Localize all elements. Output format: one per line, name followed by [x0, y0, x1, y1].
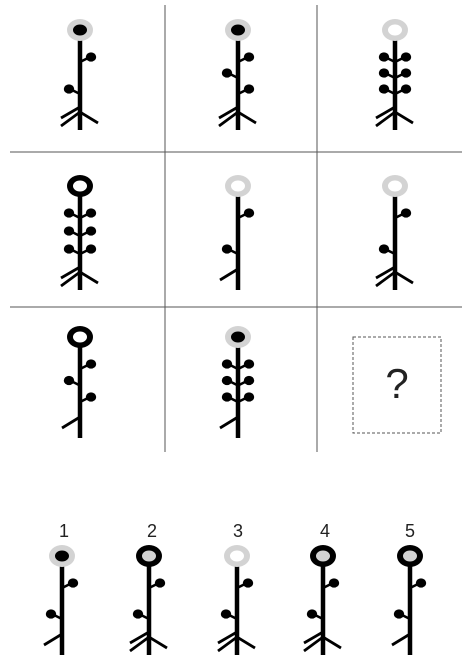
option-figures[interactable]	[44, 545, 426, 655]
leaf	[64, 226, 74, 235]
leaf	[244, 208, 254, 217]
flower-head-center	[316, 551, 330, 562]
leaf	[307, 609, 317, 618]
grid-cell-r3c1	[62, 326, 96, 438]
leaf	[379, 52, 389, 61]
flower-head-center	[231, 181, 245, 192]
grid-cells	[61, 19, 413, 438]
leaf	[222, 68, 232, 77]
flower-head-center	[230, 551, 244, 562]
leaf	[379, 68, 389, 77]
leaf	[133, 609, 143, 618]
flower-head-center	[388, 25, 402, 36]
leaf	[221, 609, 231, 618]
leaf	[401, 208, 411, 217]
leaf	[64, 84, 74, 93]
option-4-figure[interactable]	[304, 545, 341, 655]
leaf	[329, 578, 339, 587]
leaf	[222, 392, 232, 401]
leaf	[394, 609, 404, 618]
grid-cell-r1c1	[61, 19, 98, 130]
leaf	[401, 68, 411, 77]
option-2-figure[interactable]	[130, 545, 167, 655]
leaf	[64, 244, 74, 253]
option-5-figure[interactable]	[392, 545, 426, 655]
leaf	[416, 578, 426, 587]
leaf	[64, 208, 74, 217]
option-5-number: 5	[405, 521, 415, 541]
leaf	[222, 244, 232, 253]
flower-head-center	[403, 551, 417, 562]
flower-head-center	[73, 332, 87, 343]
leaf	[86, 359, 96, 368]
leaf	[243, 578, 253, 587]
base-branch	[44, 634, 62, 645]
flower-head-center	[231, 332, 245, 343]
base-branch	[220, 417, 238, 428]
leaf	[379, 84, 389, 93]
grid-cell-r1c2	[219, 19, 256, 130]
grid-cell-r1c3	[376, 19, 413, 130]
grid-cell-r2c2	[220, 175, 254, 290]
option-numbers: 1 2 3 4 5	[59, 521, 415, 541]
leaf	[244, 52, 254, 61]
base-branch	[62, 417, 80, 428]
option-4-number: 4	[320, 521, 330, 541]
leaf	[222, 359, 232, 368]
leaf	[244, 359, 254, 368]
option-1-number: 1	[59, 521, 69, 541]
grid-cell-r3c2	[220, 326, 254, 438]
option-3-number: 3	[233, 521, 243, 541]
leaf	[222, 376, 232, 385]
leaf	[86, 226, 96, 235]
leaf	[86, 52, 96, 61]
leaf	[379, 244, 389, 253]
leaf	[86, 244, 96, 253]
option-2-number: 2	[147, 521, 157, 541]
leaf	[155, 578, 165, 587]
option-3-figure[interactable]	[218, 545, 255, 655]
leaf	[244, 84, 254, 93]
leaf	[86, 208, 96, 217]
leaf	[86, 392, 96, 401]
leaf	[46, 609, 56, 618]
missing-cell: ?	[353, 337, 441, 433]
leaf	[68, 578, 78, 587]
flower-head-center	[388, 181, 402, 192]
question-mark: ?	[385, 360, 408, 407]
option-1-figure[interactable]	[44, 545, 78, 655]
base-branch	[392, 634, 410, 645]
leaf	[244, 392, 254, 401]
base-branch	[220, 269, 238, 280]
flower-head-center	[55, 551, 69, 562]
grid-cell-r2c3	[376, 175, 413, 290]
leaf	[244, 376, 254, 385]
flower-head-center	[142, 551, 156, 562]
flower-head-center	[73, 181, 87, 192]
leaf	[64, 376, 74, 385]
leaf	[401, 84, 411, 93]
flower-head-center	[231, 25, 245, 36]
flower-head-center	[73, 25, 87, 36]
leaf	[401, 52, 411, 61]
grid-cell-r2c1	[61, 175, 98, 290]
